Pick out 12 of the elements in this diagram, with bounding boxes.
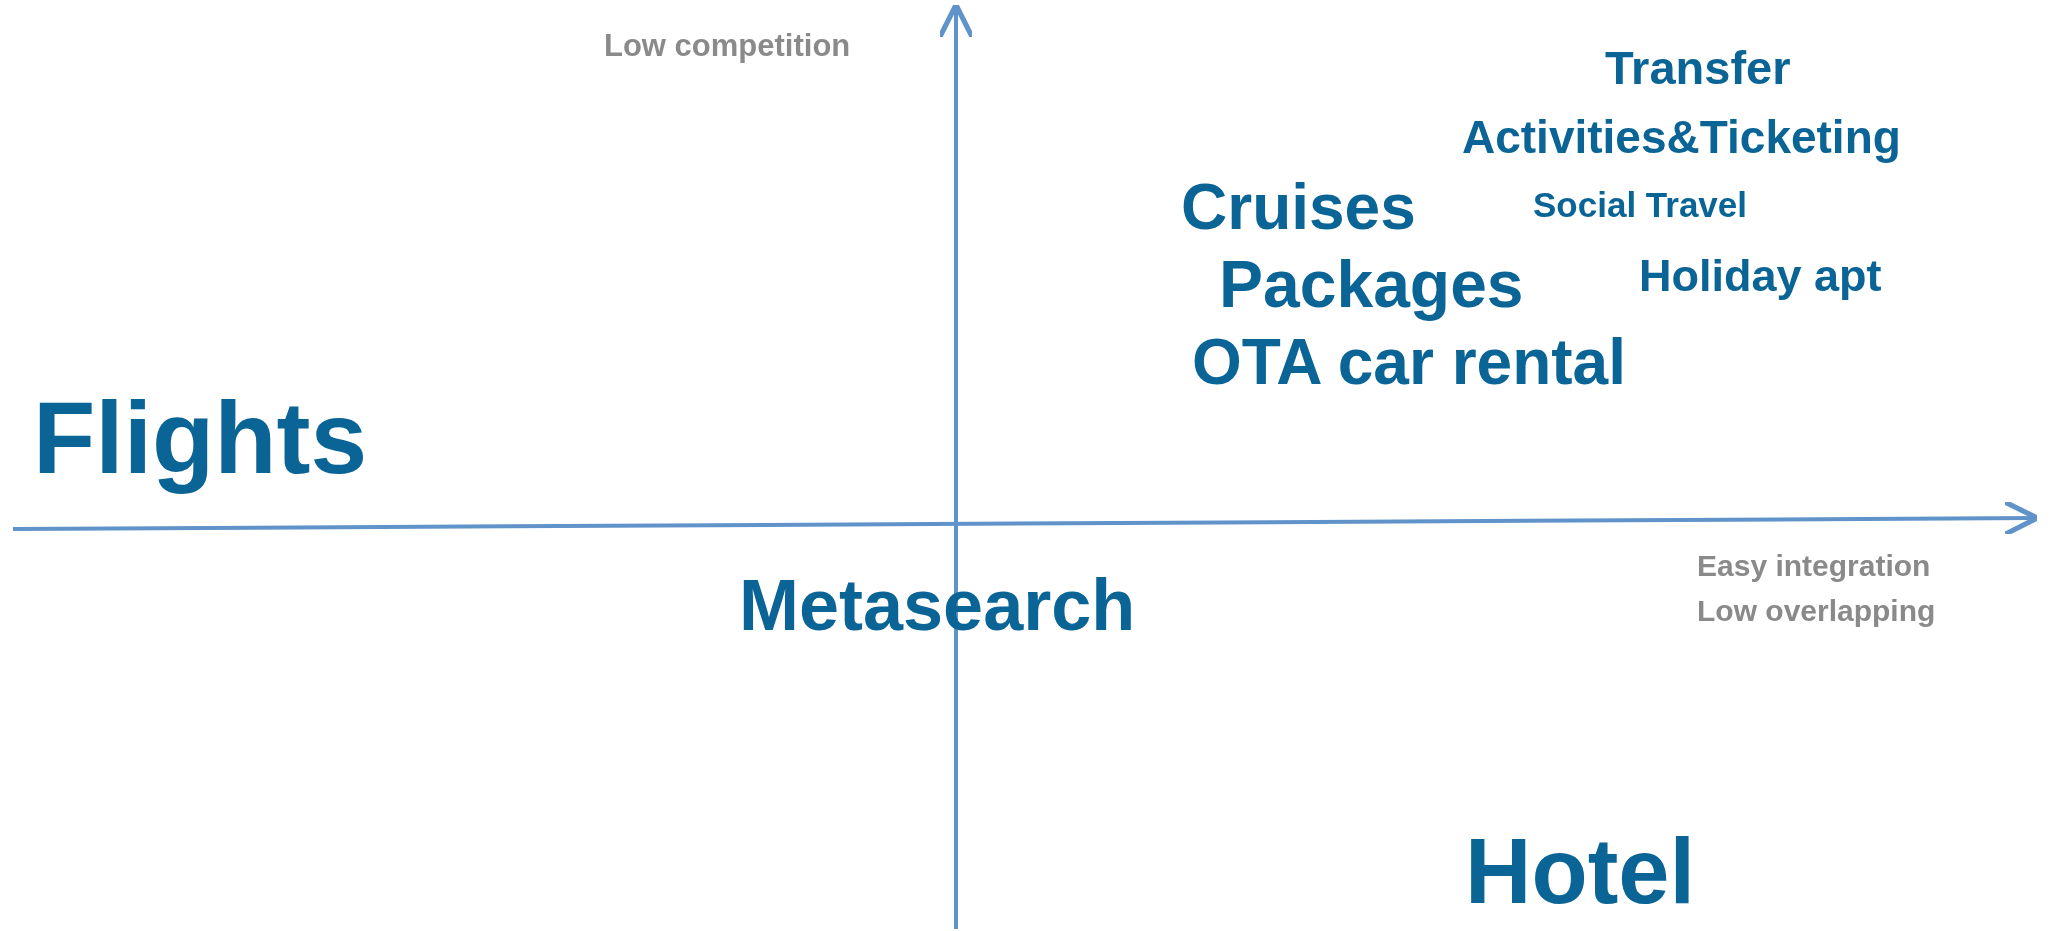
- quadrant-label: Activities&Ticketing: [1462, 111, 1901, 163]
- quadrant-label: Packages: [1219, 247, 1524, 321]
- quadrant-label: Hotel: [1465, 821, 1695, 923]
- axis-label: Easy integration: [1697, 548, 1931, 582]
- quadrant-label: Transfer: [1605, 42, 1791, 94]
- axis-label: Low overlapping: [1697, 593, 1936, 627]
- quadrant-label: OTA car rental: [1192, 326, 1626, 398]
- quadrant-label: Flights: [33, 381, 368, 495]
- axis-label: Low competition: [604, 28, 851, 64]
- quadrant-label: Holiday apt: [1639, 251, 1882, 301]
- quadrant-label: Cruises: [1181, 171, 1416, 243]
- quadrant-label: Social Travel: [1533, 185, 1748, 225]
